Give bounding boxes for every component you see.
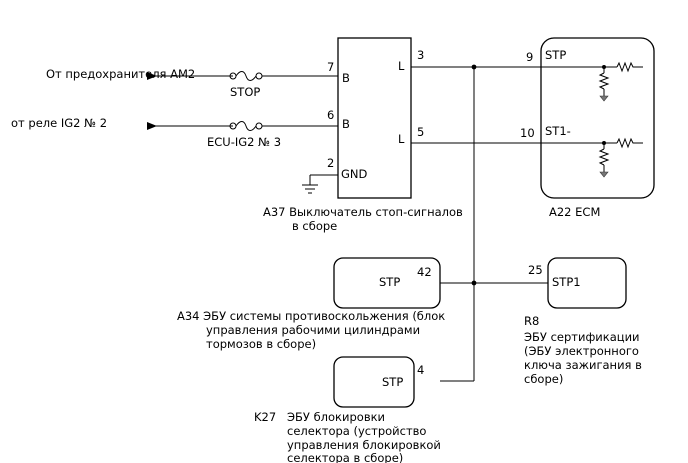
k27-caption-line4: управления блокировкой — [287, 438, 441, 452]
splice-top-icon — [471, 64, 477, 70]
a37-l-bottom-label: L — [398, 132, 405, 146]
stop-fuse-icon — [229, 71, 263, 81]
r8-caption-line2: ЭБУ сертификации — [524, 330, 640, 344]
a37-caption-line2: в сборе — [292, 219, 337, 233]
ecu-ig2-fuse-icon — [229, 121, 263, 131]
a37-ground-icon — [302, 174, 338, 194]
ecm-st1-internal-circuit — [541, 137, 643, 178]
a37-gnd-label: GND — [341, 167, 368, 181]
a37-pin3: 3 — [417, 48, 424, 62]
a37-pin2: 2 — [327, 156, 334, 170]
k27-caption-line1: K27 — [254, 410, 276, 424]
a37-b-bottom-label: B — [342, 117, 350, 131]
a37-l-top-label: L — [398, 59, 405, 73]
a37-caption-line1: A37 Выключатель стоп-сигналов — [263, 205, 463, 219]
a22-ecm-box — [540, 37, 655, 199]
a37-switch-box — [337, 37, 412, 199]
a34-ecu-box — [333, 257, 441, 309]
a34-caption-line3: тормозов в сборе) — [206, 337, 316, 351]
a22-st1-label: ST1- — [545, 124, 571, 138]
a34-stp-label: STP — [379, 275, 400, 289]
r8-caption-line3: (ЭБУ электронного — [524, 344, 639, 358]
ecm-stp-ground-icon — [599, 95, 609, 102]
r8-caption-line1: R8 — [524, 314, 539, 328]
ecm-stp-internal-circuit — [541, 61, 643, 102]
a37-b-top-label: B — [342, 71, 350, 85]
r8-stp1-label: STP1 — [552, 275, 581, 289]
ig2-input-line — [147, 122, 338, 130]
k27-pin4: 4 — [417, 363, 424, 377]
ig2-source-label: от реле IG2 № 2 — [11, 116, 107, 130]
k27-caption-line2: ЭБУ блокировки — [287, 410, 385, 424]
am2-source-label: От предохранителя AM2 — [46, 67, 195, 81]
stop-fuse-label: STOP — [230, 85, 260, 99]
am2-input-line — [147, 72, 338, 80]
a34-caption-line2: управления рабочими цилиндрами — [206, 323, 420, 337]
k27-ecu-box — [333, 356, 415, 408]
r8-pin25: 25 — [528, 263, 543, 277]
ecu-ig2-fuse-label: ECU-IG2 № 3 — [207, 135, 281, 149]
a37-pin6: 6 — [327, 108, 334, 122]
a22-pin10: 10 — [520, 126, 535, 140]
r8-caption-line5: сборе) — [524, 372, 563, 386]
a22-pin9: 9 — [526, 50, 533, 64]
a37-pin7: 7 — [327, 60, 334, 74]
r8-ecu-box — [547, 257, 627, 309]
a34-pin42: 42 — [417, 265, 432, 279]
r8-caption-line4: ключа зажигания в — [524, 358, 642, 372]
a34-caption-line1: A34 ЭБУ системы противоскольжения (блок — [177, 309, 445, 323]
k27-caption-line5: селектора в сборе) — [287, 451, 403, 463]
a37-pin5: 5 — [417, 125, 424, 139]
k27-caption-line3: селектора (устройство — [287, 424, 426, 438]
a22-caption: A22 ECM — [549, 205, 600, 219]
k27-stp-label: STP — [382, 375, 403, 389]
ecm-st1-ground-icon — [599, 171, 609, 178]
a22-stp-label: STP — [545, 48, 566, 62]
